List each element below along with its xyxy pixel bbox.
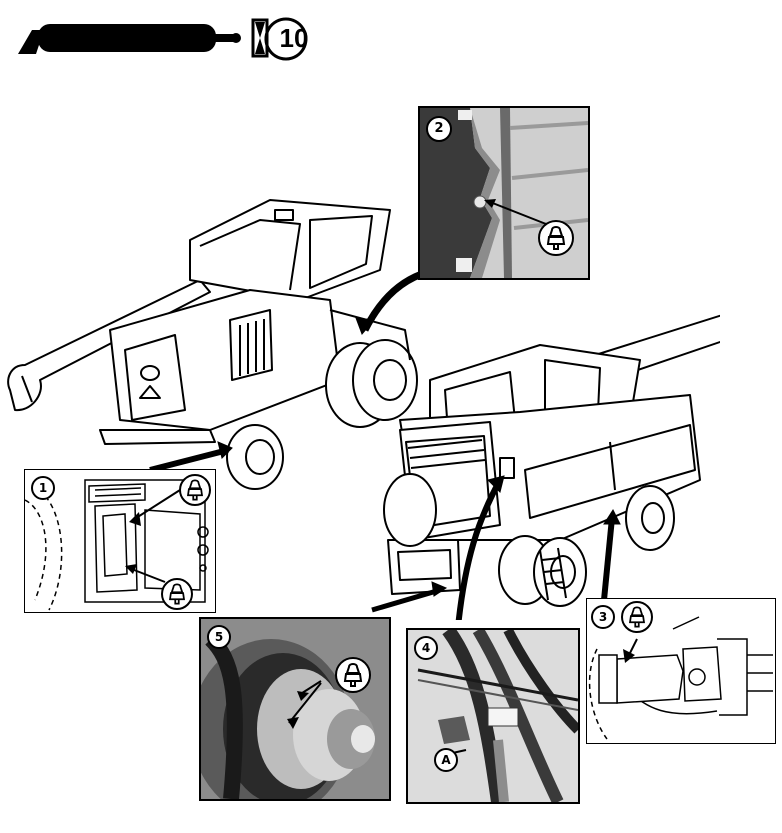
grease-fitting-icon — [161, 578, 193, 610]
photo-hoses — [408, 630, 578, 802]
callout-letter-a: A — [434, 748, 458, 772]
callout-number-4: 4 — [414, 636, 438, 660]
line-detail-1 — [25, 479, 209, 611]
callout-number-5: 5 — [207, 625, 231, 649]
callout-number-2: 2 — [426, 116, 452, 142]
combine-illustration — [7, 199, 720, 620]
callout-panel-1: 1 — [24, 469, 216, 613]
service-interval-header — [14, 14, 334, 64]
callout-panel-2: 2 — [418, 106, 590, 280]
interval-badge: 10 — [250, 14, 320, 64]
callout-number-1: 1 — [31, 476, 55, 500]
hourglass-icon — [251, 17, 308, 61]
grease-fitting-icon — [538, 220, 574, 256]
grease-fitting-icon — [621, 601, 653, 633]
line-detail-3 — [588, 616, 773, 740]
interval-hours-value: 10 — [279, 23, 309, 53]
callout-panel-5: 5 — [199, 617, 391, 801]
grease-fitting-icon — [179, 474, 211, 506]
grease-fitting-icon — [335, 657, 371, 693]
grease-gun-icon — [18, 24, 241, 54]
callout-number-3: 3 — [591, 605, 615, 629]
photo-pulley — [201, 619, 389, 799]
callout-panel-4: 4 A — [406, 628, 580, 804]
callout-panel-3: 3 — [586, 598, 776, 744]
